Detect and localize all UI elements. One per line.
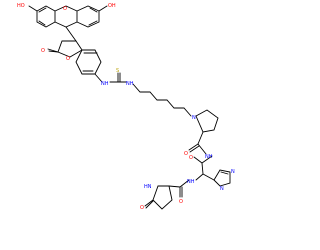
chemical-structure: HO OH O O O NH S NH N O NH O NH N N HN O… [17, 3, 235, 211]
atom-labels: HO OH O O O NH S NH N O NH O NH N N HN O… [17, 3, 235, 211]
atom-oh-right: OH [108, 3, 116, 9]
atom-n-imidazole-a: N [231, 169, 235, 175]
atom-nh-his: NH [187, 179, 195, 185]
atom-nh-thiourea-right: NH [126, 81, 134, 87]
atom-o-prolinamide: O [184, 151, 188, 157]
atom-o-lactone-carbonyl: O [41, 48, 45, 54]
atom-ho-left: HO [17, 3, 25, 9]
atom-nh-thiourea-left: NH [101, 81, 109, 87]
atom-o-pyroglu-ring: O [140, 205, 144, 211]
atom-s-thiourea: S [116, 68, 119, 74]
atom-o-xanthene: O [63, 6, 67, 12]
atom-n-pyrrolidine: N [192, 115, 196, 121]
atom-o-pyroglu-amide: O [179, 199, 183, 205]
atom-hn-pyroglu: HN [144, 184, 152, 190]
atom-o-lactone-ring: O [66, 56, 70, 62]
bond-lines [28, 5, 231, 210]
atom-n-imidazole-b: N [220, 186, 224, 192]
atom-o-his-amide: O [189, 155, 193, 161]
atom-nh-prolinamide: NH [205, 154, 213, 160]
